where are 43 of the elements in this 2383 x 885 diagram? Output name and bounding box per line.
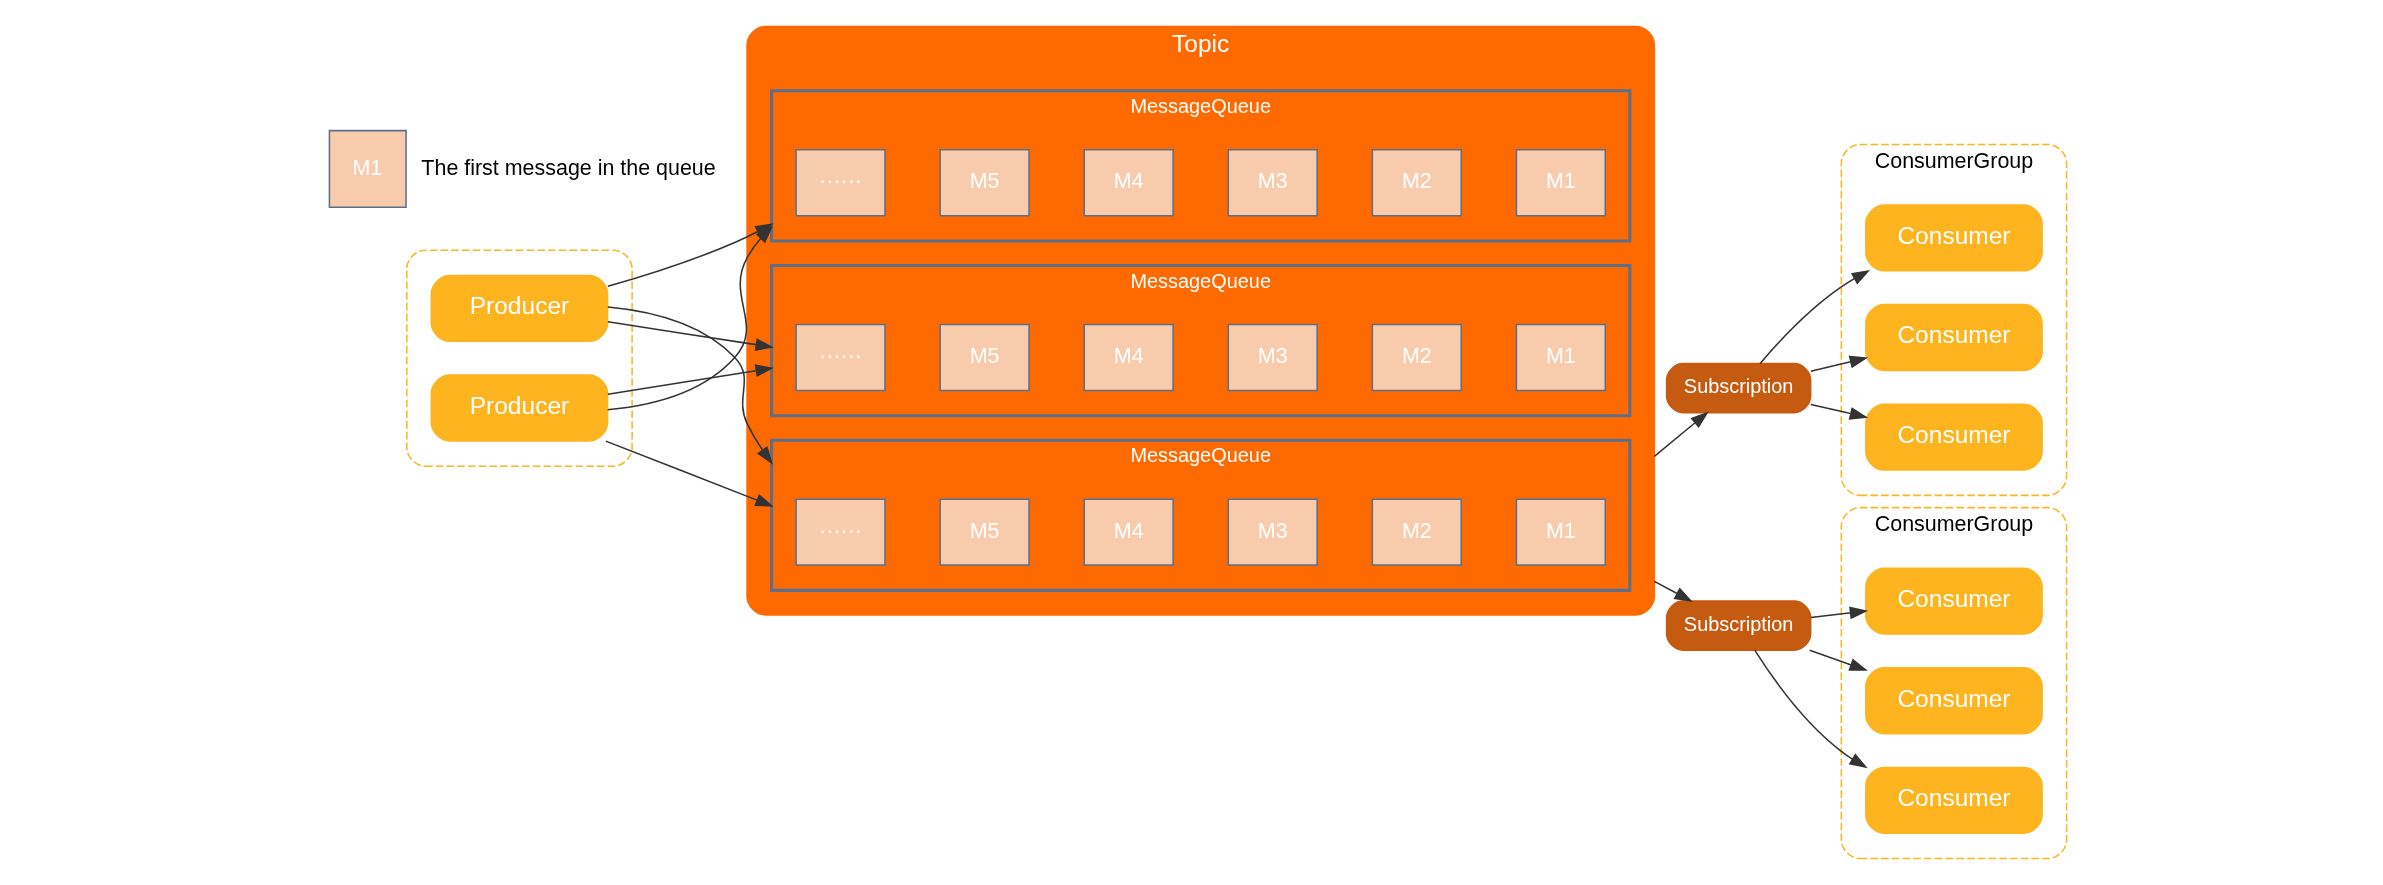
node-box: M1 — [1515, 498, 1607, 566]
node-box: Producer — [430, 374, 609, 442]
node-box: ······ — [795, 149, 886, 217]
node-box: Subscription — [1665, 362, 1812, 414]
label: M1 — [352, 155, 383, 180]
arrow — [1759, 270, 1871, 365]
node-box: M2 — [1371, 323, 1462, 392]
arrow — [607, 364, 774, 395]
node-box: Subscription — [1665, 600, 1812, 651]
node-box: M1 — [1515, 323, 1607, 392]
arrow — [607, 321, 774, 351]
node-box: M3 — [1227, 323, 1318, 392]
node-box: Consumer — [1865, 403, 2043, 471]
node-box: Consumer — [1865, 766, 2043, 835]
node-box: M1 — [1515, 149, 1607, 217]
node-box: M4 — [1083, 149, 1174, 217]
arrow — [1653, 411, 1709, 458]
node-box: M2 — [1371, 498, 1462, 566]
node-box: ······ — [795, 323, 886, 392]
node-box: Consumer — [1865, 667, 2043, 735]
node-box: M4 — [1083, 498, 1174, 566]
arrow — [1810, 355, 1869, 372]
arrow — [1653, 580, 1693, 602]
node-box: Consumer — [1865, 204, 2043, 272]
node-box: M5 — [939, 323, 1030, 392]
node-box: M2 — [1371, 149, 1462, 217]
arrow — [1808, 649, 1868, 671]
node-box: M4 — [1083, 323, 1174, 392]
arrow — [1810, 606, 1869, 620]
node-box: M3 — [1227, 149, 1318, 217]
arrow — [1754, 649, 1868, 769]
node-box: Consumer — [1865, 303, 2043, 372]
arrow — [605, 440, 774, 507]
node-box: M5 — [939, 149, 1030, 217]
node-box: M5 — [939, 498, 1030, 566]
arrow — [1810, 403, 1869, 420]
cluster — [406, 249, 633, 468]
node-box: Consumer — [1865, 567, 2043, 635]
arrow — [607, 306, 773, 465]
node-box: ······ — [795, 498, 886, 566]
node-box: Producer — [430, 274, 609, 343]
legend-label: The first message in the queue — [421, 155, 716, 180]
node-box: M3 — [1227, 498, 1318, 566]
